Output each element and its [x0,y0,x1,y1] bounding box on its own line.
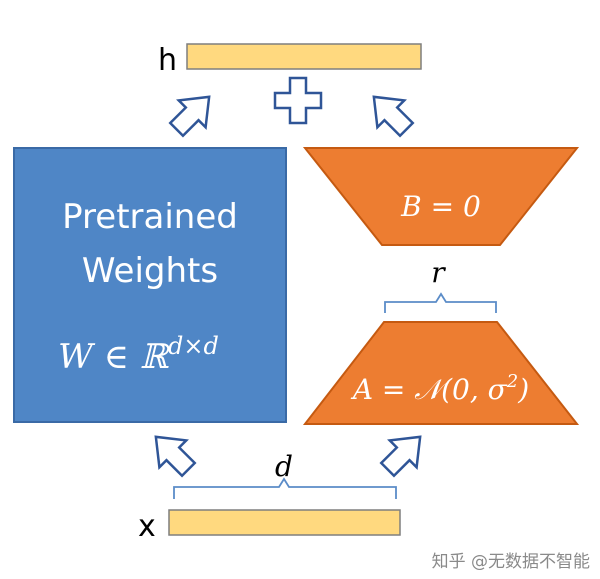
arrow-b-to-h-icon [372,95,415,138]
matrix-a-block [302,321,580,425]
matrix-a-label: A = 𝒩(0, σ2) [350,371,529,406]
output-label: h [158,43,177,78]
dimension-label: d [275,450,293,483]
output-vector-h [186,43,422,70]
plus-icon [273,76,323,125]
pretrained-label-line2: Weights [82,251,218,291]
arrow-x-to-weights-icon [154,435,197,478]
input-vector-x [168,509,401,536]
pretrained-weights-block [13,147,287,423]
dimension-brace [173,477,397,499]
pretrained-label-line1: Pretrained [62,197,238,237]
rank-brace [384,292,497,313]
watermark-text: 知乎 @无数据不智能 [432,552,590,572]
matrix-b-block [302,147,580,246]
input-label: x [138,509,156,544]
weight-math-label: W ∈ ℝd×d [58,332,219,377]
matrix-b-label: B = 0 [400,190,481,223]
arrow-weights-to-h-icon [168,95,211,138]
rank-label: r [431,256,446,289]
arrow-x-to-a-icon [379,435,422,478]
